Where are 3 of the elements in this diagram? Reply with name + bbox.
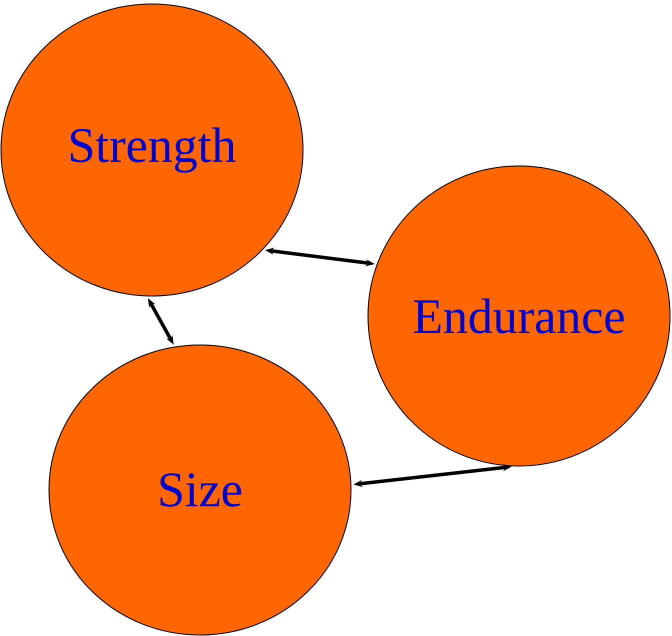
ellipse-node: Endurance	[368, 165, 670, 466]
ellipse-node: Strength	[0, 4, 304, 296]
ellipse-node: Size	[48, 344, 352, 636]
